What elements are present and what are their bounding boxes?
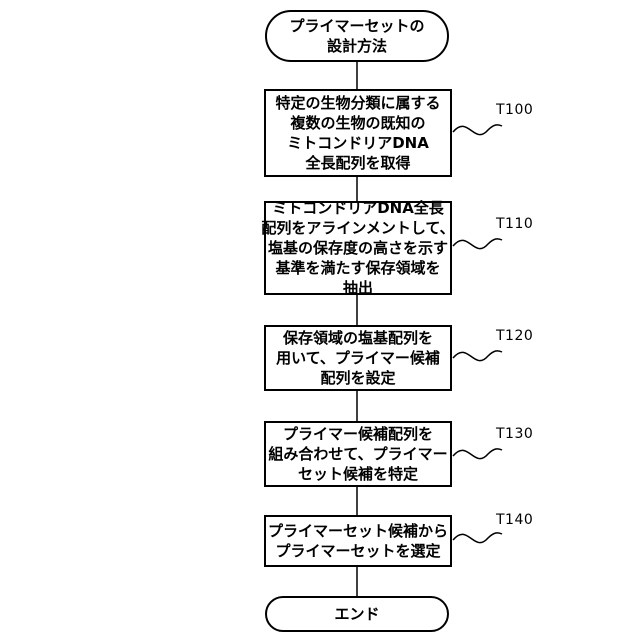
- leader-line-t100: [453, 125, 502, 135]
- step-text-line: プライマーセット候補から: [268, 521, 448, 541]
- step-text-line: プライマーセットを選定: [275, 541, 440, 561]
- step-text-line: 基準を満たす保存領域を: [275, 258, 440, 278]
- end-label: エンド: [334, 604, 379, 624]
- step-text-line: プライマー候補配列を: [283, 424, 433, 444]
- step-text-line: 複数の生物の既知の: [290, 113, 425, 133]
- step-text-line: 保存領域の塩基配列を: [283, 328, 433, 348]
- process-step-t120: 保存領域の塩基配列を 用いて、プライマー候補 配列を設定: [264, 325, 452, 391]
- step-text-line: 用いて、プライマー候補: [276, 348, 440, 368]
- step-text-line: ミトコンドリアDNA全長: [272, 198, 444, 218]
- start-line-1: プライマーセットの: [289, 16, 424, 36]
- leader-line-t130: [453, 449, 502, 459]
- leader-line-t140: [453, 533, 502, 543]
- process-step-t140: プライマーセット候補から プライマーセットを選定: [264, 515, 452, 567]
- process-step-t100: 特定の生物分類に属する 複数の生物の既知の ミトコンドリアDNA 全長配列を取得: [264, 89, 452, 177]
- step-text-line: 抽出: [343, 278, 373, 298]
- step-id-t110: T110: [496, 216, 533, 232]
- step-text-line: 特定の生物分類に属する: [275, 93, 440, 113]
- end-terminal: エンド: [265, 596, 449, 632]
- step-text-line: 配列をアラインメントして、: [261, 218, 454, 238]
- step-id-t140: T140: [496, 512, 533, 528]
- process-step-t110: ミトコンドリアDNA全長 配列をアラインメントして、 塩基の保存度の高さを示す …: [264, 201, 452, 295]
- start-line-2: 設計方法: [327, 36, 387, 56]
- leader-line-t120: [453, 351, 502, 361]
- step-text-line: 全長配列を取得: [305, 153, 410, 173]
- step-text-line: 配列を設定: [320, 368, 395, 388]
- step-text-line: 組み合わせて、プライマー: [268, 444, 447, 464]
- step-text-line: 塩基の保存度の高さを示す: [268, 238, 448, 258]
- step-text-line: セット候補を特定: [298, 464, 418, 484]
- leader-line-t110: [453, 239, 502, 249]
- process-step-t130: プライマー候補配列を 組み合わせて、プライマー セット候補を特定: [264, 421, 452, 487]
- start-terminal: プライマーセットの 設計方法: [265, 10, 449, 62]
- step-id-t130: T130: [496, 426, 533, 442]
- step-id-t100: T100: [496, 102, 533, 118]
- step-id-t120: T120: [496, 328, 533, 344]
- step-text-line: ミトコンドリアDNA: [287, 133, 429, 153]
